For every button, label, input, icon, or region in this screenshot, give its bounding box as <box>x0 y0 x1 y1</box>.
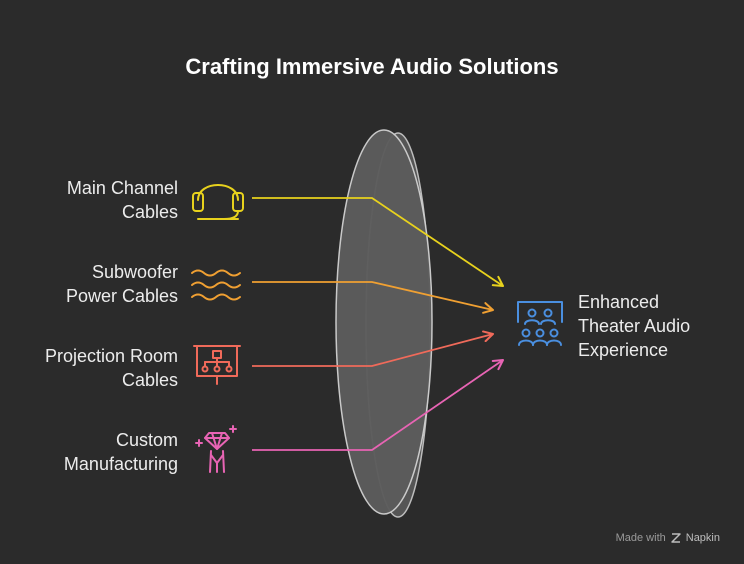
output-label: Enhanced Theater Audio Experience <box>578 292 691 360</box>
watermark-prefix: Made with <box>615 532 666 544</box>
napkin-watermark: Made with Napkin <box>616 532 720 544</box>
diamond-craftsman-icon <box>195 425 237 473</box>
connector-subwoofer <box>252 281 494 314</box>
lens-shape <box>335 129 433 518</box>
connector-main-channel <box>252 197 504 287</box>
headphones-icon <box>192 184 244 220</box>
connector-custom <box>252 359 504 451</box>
napkin-logo-icon <box>671 533 681 543</box>
input-label-custom: Custom Manufacturing <box>63 430 178 474</box>
watermark-brand: Napkin <box>685 532 720 544</box>
theater-audience-icon <box>517 301 563 346</box>
connector-projection <box>252 330 494 367</box>
input-label-main-channel: Main Channel Cables <box>66 178 178 222</box>
input-label-subwoofer: Subwoofer Power Cables <box>65 262 178 306</box>
input-label-projection: Projection Room Cables <box>44 346 178 390</box>
flowchart-board-icon <box>193 345 241 385</box>
diagram-title: Crafting Immersive Audio Solutions <box>185 54 559 79</box>
waves-icon <box>191 269 241 301</box>
